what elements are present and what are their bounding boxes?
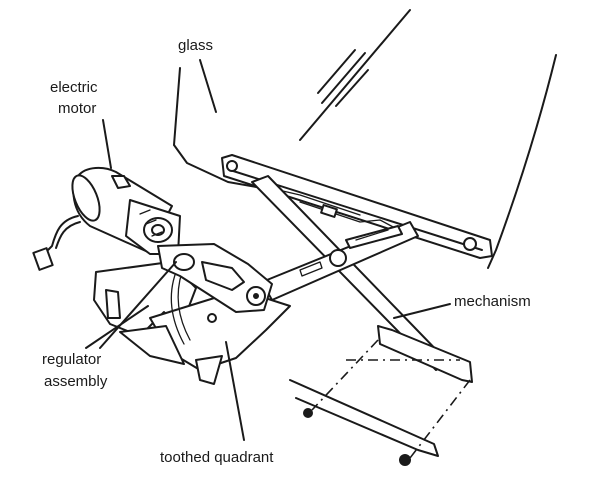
mechanism-arms <box>251 175 473 383</box>
label-electric: electric <box>50 79 98 96</box>
motor-wiring <box>32 215 81 271</box>
leader-toothed-quadrant <box>225 341 245 441</box>
lower-bracket <box>289 339 471 466</box>
label-assembly: assembly <box>44 373 108 390</box>
leader-mechanism <box>393 303 451 319</box>
leader-glass <box>199 59 217 113</box>
label-motor: motor <box>58 100 96 117</box>
label-glass: glass <box>178 37 213 54</box>
label-regulator: regulator <box>42 351 101 368</box>
leader-regulator <box>85 305 149 349</box>
glass-pane <box>173 9 557 269</box>
label-mechanism: mechanism <box>454 293 531 310</box>
leader-motor <box>102 119 112 169</box>
leader-regulator-2 <box>99 261 177 349</box>
electric-motor-body <box>71 166 273 313</box>
label-toothed-quadrant: toothed quadrant <box>160 449 274 466</box>
leader-lines <box>85 59 451 441</box>
